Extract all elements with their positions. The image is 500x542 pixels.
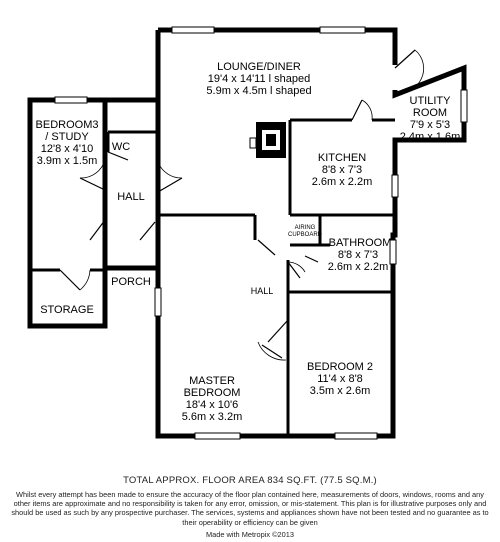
doors [59,49,425,361]
window-porch [154,287,162,317]
bathroom-dim-imperial: 8'8 x 7'3 [338,249,378,261]
total-floor-area: TOTAL APPROX. FLOOR AREA 834 SQ.FT. (77.… [123,475,377,486]
kitchen-dim-metric: 2.6m x 2.2m [312,176,373,188]
interior-walls [30,118,395,436]
lounge-dim-imperial: 19'4 x 14'11 l shaped [208,73,310,85]
porch-label: PORCH [111,276,151,288]
bathroom-label: BATHROOM [329,237,392,249]
floor-plan: LOUNGE/DINER 19'4 x 14'11 l shaped 5.9m … [27,26,468,440]
bedroom2-dim-metric: 3.5m x 2.6m [310,385,371,397]
wc-label: WC [112,141,130,153]
bathroom-dim-metric: 2.6m x 2.2m [328,261,389,273]
airing-cupboard-label: AIRING [295,225,316,231]
window-utility [460,89,468,123]
window-bedroom2 [334,432,378,440]
master-bedroom-dim-metric: 5.6m x 3.2m [182,411,243,423]
window-bedroom3 [54,96,88,104]
fireplace [249,122,286,158]
bedroom2-dim-imperial: 11'4 x 8'8 [317,373,363,385]
hall-upper-label: HALL [117,191,145,203]
lounge-label: LOUNGE/DINER [217,61,301,73]
bedroom3-label: BEDROOM3 [36,119,99,131]
bedroom3-dim-imperial: 12'8 x 4'10 [41,143,94,155]
master-bedroom-label: MASTER [189,375,235,387]
windows [54,26,468,440]
kitchen-label: KITCHEN [318,152,366,164]
utility-label: UTILITY [410,95,452,107]
utility-dim-imperial: 7'9 x 5'3 [410,119,450,131]
bedroom2-label: BEDROOM 2 [307,361,373,373]
master-bedroom-label-2: BEDROOM [184,387,241,399]
utility-label-2: ROOM [413,107,447,119]
window-bathroom [389,239,397,265]
bedroom3-dim-metric: 3.9m x 1.5m [37,155,98,167]
window-lounge-right [319,26,366,34]
credit-text: Made with Metropix ©2013 [205,530,295,539]
bedroom3-label-2: / STUDY [45,131,89,143]
airing-cupboard-label-2: CUPBOARD [288,232,323,238]
outer-walls [27,27,467,439]
master-bedroom-dim-imperial: 18'4 x 10'6 [186,399,239,411]
storage-label: STORAGE [40,304,94,316]
hall-lower-label: HALL [251,286,274,296]
window-lounge [171,26,215,34]
kitchen-dim-imperial: 8'8 x 7'3 [322,164,362,176]
lounge-dim-metric: 5.9m x 4.5m l shaped [206,85,311,97]
window-kitchen [391,174,399,198]
utility-dim-metric: 2.4m x 1.6m [400,131,461,143]
disclaimer-text: Whilst every attempt has been made to en… [11,490,489,527]
window-master [194,432,241,440]
room-labels: LOUNGE/DINER 19'4 x 14'11 l shaped 5.9m … [36,61,461,423]
